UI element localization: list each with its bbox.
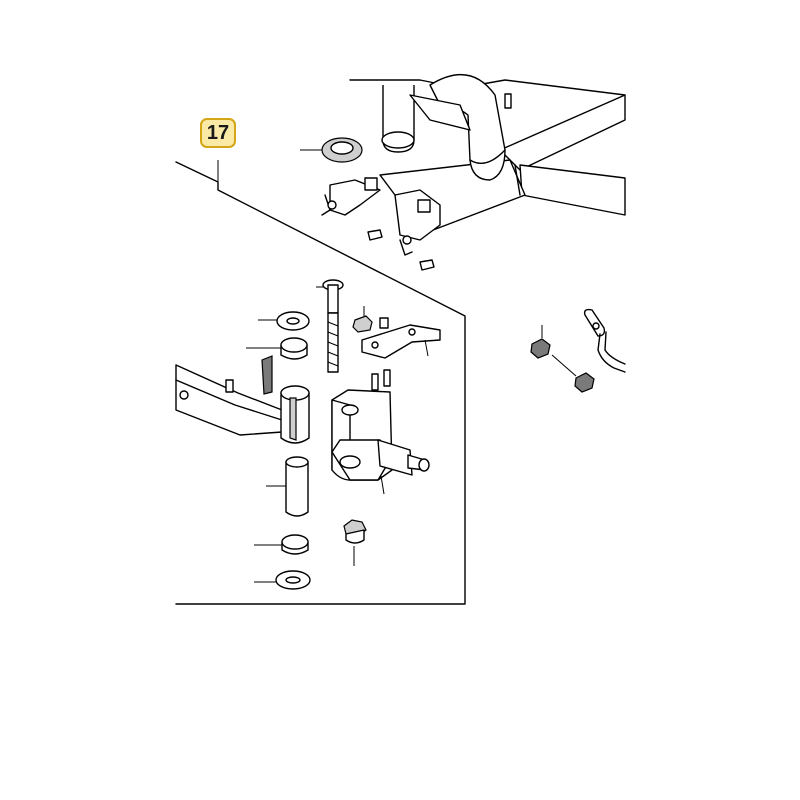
callout-badge[interactable]: 17 bbox=[200, 118, 236, 148]
bushing[interactable] bbox=[246, 337, 308, 360]
flat-washer[interactable] bbox=[254, 570, 311, 590]
bracket-clamp[interactable] bbox=[321, 177, 441, 256]
flat-washer[interactable] bbox=[258, 311, 310, 331]
rubber-grommet[interactable] bbox=[300, 137, 363, 163]
hex-nut[interactable] bbox=[530, 325, 551, 359]
flange-nut[interactable] bbox=[343, 519, 367, 566]
inset-frame bbox=[175, 160, 466, 605]
hex-nut[interactable] bbox=[367, 229, 435, 271]
pivot-bolt[interactable] bbox=[316, 279, 344, 373]
hex-nut[interactable] bbox=[551, 354, 595, 393]
steering-plate[interactable] bbox=[361, 317, 441, 359]
spacer-tube[interactable] bbox=[266, 456, 309, 517]
frame-assembly[interactable] bbox=[321, 73, 626, 256]
axle-arm[interactable] bbox=[175, 364, 310, 444]
bracket-clamp[interactable] bbox=[261, 355, 273, 395]
flat-washer[interactable] bbox=[254, 534, 309, 555]
tie-rod[interactable] bbox=[583, 308, 626, 373]
hex-nut[interactable] bbox=[352, 306, 373, 333]
spindle-bracket[interactable] bbox=[331, 369, 430, 495]
